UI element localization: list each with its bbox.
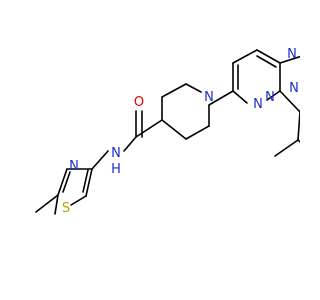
piperidine-nitrogen-label: N (204, 90, 214, 105)
triazole-nitrogen-2-label: N (289, 81, 299, 96)
diagram-canvas: N H O N N S N N N N (35, 47, 300, 216)
triazole-nitrogen-1-label: N (287, 47, 297, 62)
amide-hydrogen-label: H (111, 162, 121, 177)
bridge-nitrogen-label: N (265, 90, 275, 105)
thiazole-nitrogen-label: N (69, 159, 79, 174)
atom-labels: N H O N N S N N N N (62, 47, 299, 216)
carbonyl-oxygen-label: O (134, 95, 144, 110)
bond-lines (35, 49, 300, 215)
molecule-structure: N H O N N S N N N N (35, 47, 300, 216)
amide-nitrogen-label: N (111, 146, 121, 161)
thiazole-sulfur-label: S (62, 201, 70, 216)
pyridazine-nitrogen-label: N (253, 97, 263, 112)
